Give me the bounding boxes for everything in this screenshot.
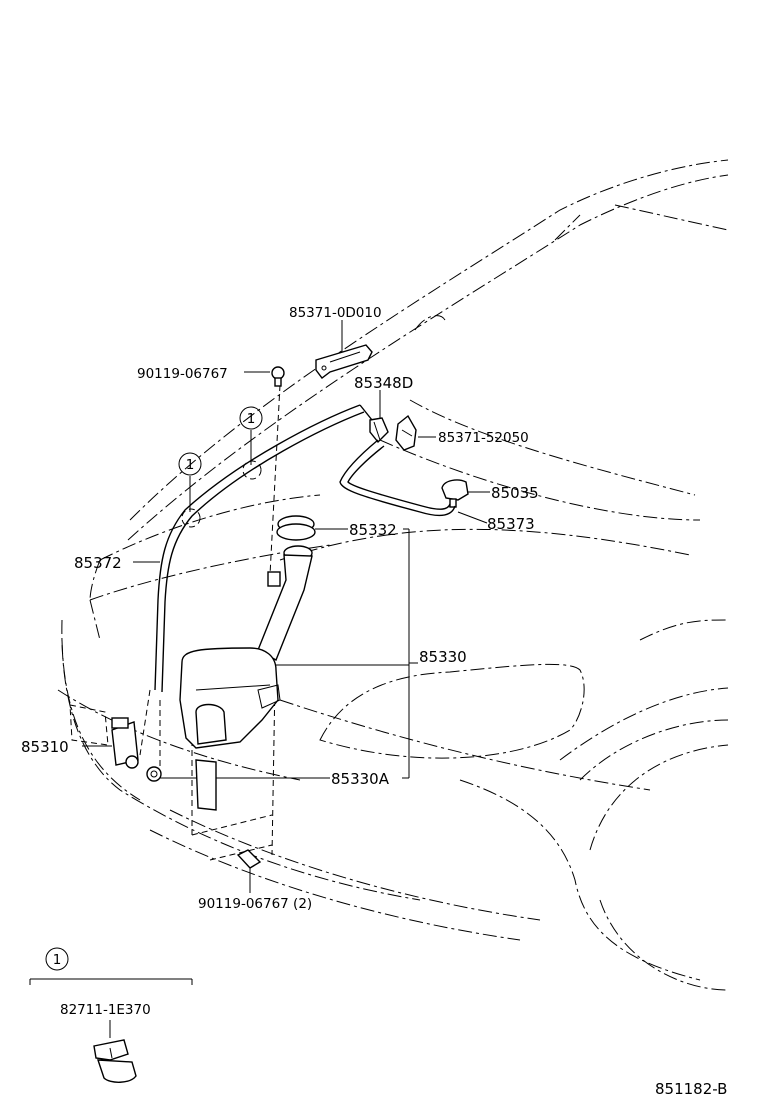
part-labels: 85371-0D010 90119-06767 85348D 85371-520… bbox=[21, 305, 539, 912]
label-85330A[interactable]: 85330A bbox=[331, 770, 390, 788]
bolt-90119-06767-top[interactable] bbox=[271, 366, 285, 387]
pump-motor-85310[interactable] bbox=[111, 717, 139, 769]
inset-detail: 1 82711-1E370 bbox=[29, 947, 193, 1083]
callout-marker-lower: 1 bbox=[186, 457, 195, 473]
hose-85372[interactable] bbox=[154, 404, 373, 693]
grommet-85330A[interactable] bbox=[146, 766, 162, 782]
label-85371-0D010[interactable]: 85371-0D010 bbox=[289, 305, 382, 321]
clamp-82711-1E370[interactable] bbox=[93, 1039, 137, 1083]
label-82711-1E370[interactable]: 82711-1E370 bbox=[60, 1002, 151, 1018]
label-85332[interactable]: 85332 bbox=[349, 521, 397, 539]
label-85348D[interactable]: 85348D bbox=[354, 374, 413, 392]
car-body-outline bbox=[57, 159, 729, 991]
bracket-85371-52050[interactable] bbox=[395, 414, 417, 451]
hose-85373[interactable] bbox=[339, 439, 456, 517]
washer-tank-85330[interactable] bbox=[179, 647, 281, 811]
label-85373[interactable]: 85373 bbox=[487, 515, 535, 533]
cap-85332[interactable] bbox=[276, 515, 316, 541]
leader-lines bbox=[82, 320, 490, 893]
callout-markers: 1 1 bbox=[178, 406, 263, 528]
label-90119-06767-top[interactable]: 90119-06767 bbox=[137, 366, 228, 382]
label-85371-52050[interactable]: 85371-52050 bbox=[438, 430, 529, 446]
bolt-90119-06767-bottom[interactable] bbox=[236, 849, 262, 869]
label-85330[interactable]: 85330 bbox=[419, 648, 467, 666]
label-85035[interactable]: 85035 bbox=[491, 484, 539, 502]
figure-id: 851182-B bbox=[655, 1080, 727, 1098]
label-85310[interactable]: 85310 bbox=[21, 738, 69, 756]
label-85372[interactable]: 85372 bbox=[74, 554, 122, 572]
nozzle-85035[interactable] bbox=[441, 479, 469, 508]
inset-marker: 1 bbox=[53, 952, 62, 968]
filler-neck[interactable] bbox=[257, 545, 313, 661]
callout-marker-upper: 1 bbox=[247, 411, 256, 427]
joint-85348D[interactable] bbox=[369, 417, 389, 444]
clip-85371-0D010[interactable] bbox=[315, 344, 373, 379]
label-90119-06767-2[interactable]: 90119-06767 (2) bbox=[198, 896, 312, 912]
